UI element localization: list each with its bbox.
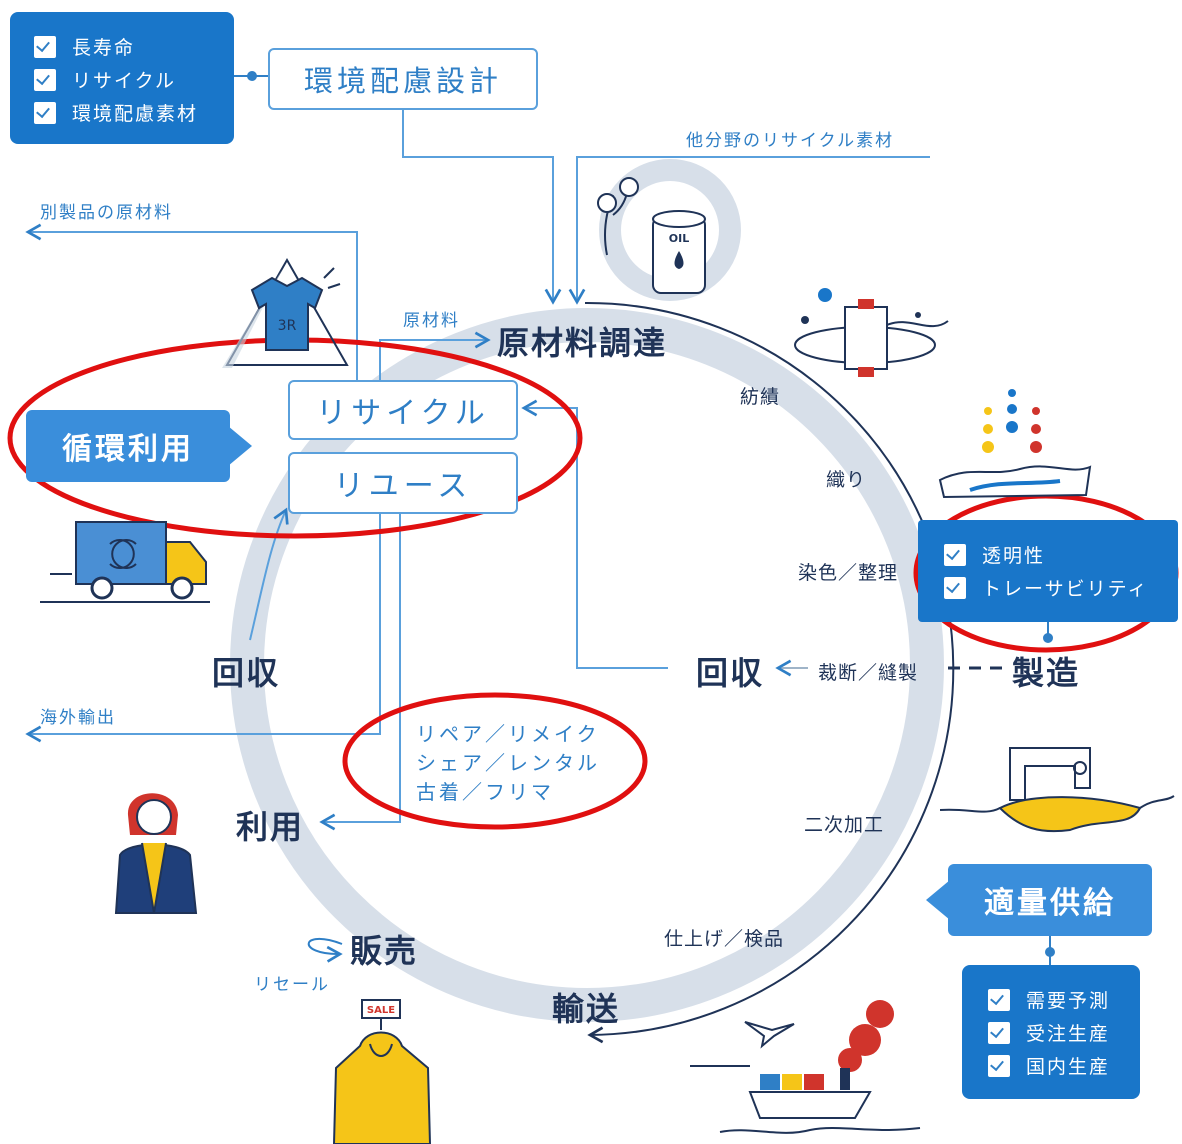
sales-label: 販売 [350, 932, 419, 970]
transparency-checklist-panel: 透明性 トレーサビリティ [918, 520, 1178, 622]
transport-label: 輸送 [552, 990, 621, 1028]
secondary-processing-label: 二次加工 [804, 814, 885, 836]
weaving-label: 織り [826, 469, 867, 491]
checkbox-icon [988, 1054, 1010, 1077]
spinning-label: 紡績 [740, 386, 781, 408]
cutting-sewing-label: 裁断／縫製 [818, 662, 919, 684]
checkbox-icon [944, 543, 966, 566]
user-person-icon [114, 793, 198, 914]
checkbox-icon [944, 576, 966, 599]
collect-inner-label: 回収 [696, 654, 765, 692]
lifecycle-ring [230, 308, 944, 1022]
checkbox-icon [34, 35, 56, 58]
checkbox-icon [988, 1021, 1010, 1044]
highlight-reuse-options [342, 692, 648, 830]
design-checklist-panel: 長寿命 リサイクル 環境配慮素材 [10, 12, 234, 144]
sewing-machine-icon [940, 747, 1175, 833]
connector-dot [247, 71, 257, 81]
checklist-item: 需要予測 [988, 983, 1140, 1016]
reuse-options-list: リペア／リメイク シェア／レンタル 古着／フリマ [416, 720, 600, 807]
appropriate-supply-callout: 適量供給 [948, 864, 1152, 936]
other-product-material-label: 別製品の原材料 [40, 203, 173, 223]
checklist-item: 国内生産 [988, 1049, 1140, 1082]
checklist-item: 受注生産 [988, 1016, 1140, 1049]
checklist-item: 透明性 [944, 538, 1178, 571]
checklist-item: 長寿命 [34, 30, 234, 63]
tshirt-label: 3R [278, 318, 297, 334]
reuse-option: 古着／フリマ [416, 780, 554, 804]
other-recycled-material-label: 他分野のリサイクル素材 [686, 131, 895, 151]
oil-label: OIL [669, 232, 689, 245]
overseas-export-label: 海外輸出 [40, 708, 116, 728]
sale-tag-label: SALE [367, 1005, 395, 1016]
eco-design-box: 環境配慮設計 [268, 48, 538, 110]
procurement-label: 原材料調達 [497, 324, 668, 362]
raw-material-icon: OIL [597, 177, 706, 294]
reuse-option: シェア／レンタル [416, 751, 600, 775]
callout-pointer [926, 880, 950, 920]
manufacturing-label: 製造 [1012, 654, 1081, 692]
hoodie-sale-icon: SALE [332, 999, 432, 1144]
dye-drops-icon [938, 389, 1092, 499]
delivery-truck-icon [40, 521, 210, 603]
callout-pointer [228, 426, 252, 466]
finishing-inspection-label: 仕上げ／検品 [664, 928, 785, 950]
resale-label: リセール [254, 975, 330, 995]
checkbox-icon [34, 101, 56, 124]
reuse-option: リペア／リメイク [416, 722, 600, 746]
checklist-item: トレーサビリティ [944, 571, 1178, 604]
collect-outer-label: 回収 [212, 654, 281, 692]
checklist-item: リサイクル [34, 63, 234, 96]
shipping-icon [690, 1000, 921, 1134]
dyeing-label: 染色／整理 [798, 562, 899, 584]
checkbox-icon [34, 68, 56, 91]
supply-checklist-panel: 需要予測 受注生産 国内生産 [962, 965, 1140, 1099]
use-label: 利用 [236, 808, 305, 846]
reuse-box: リユース [288, 452, 518, 514]
circular-use-callout: 循環利用 [26, 410, 230, 482]
raw-material-label: 原材料 [403, 311, 460, 331]
spinning-spool-icon [794, 288, 949, 377]
checkbox-icon [988, 988, 1010, 1011]
recycle-box: リサイクル [288, 380, 518, 440]
checklist-item: 環境配慮素材 [34, 96, 234, 129]
recycle-tshirt-icon: 3R [222, 257, 349, 368]
